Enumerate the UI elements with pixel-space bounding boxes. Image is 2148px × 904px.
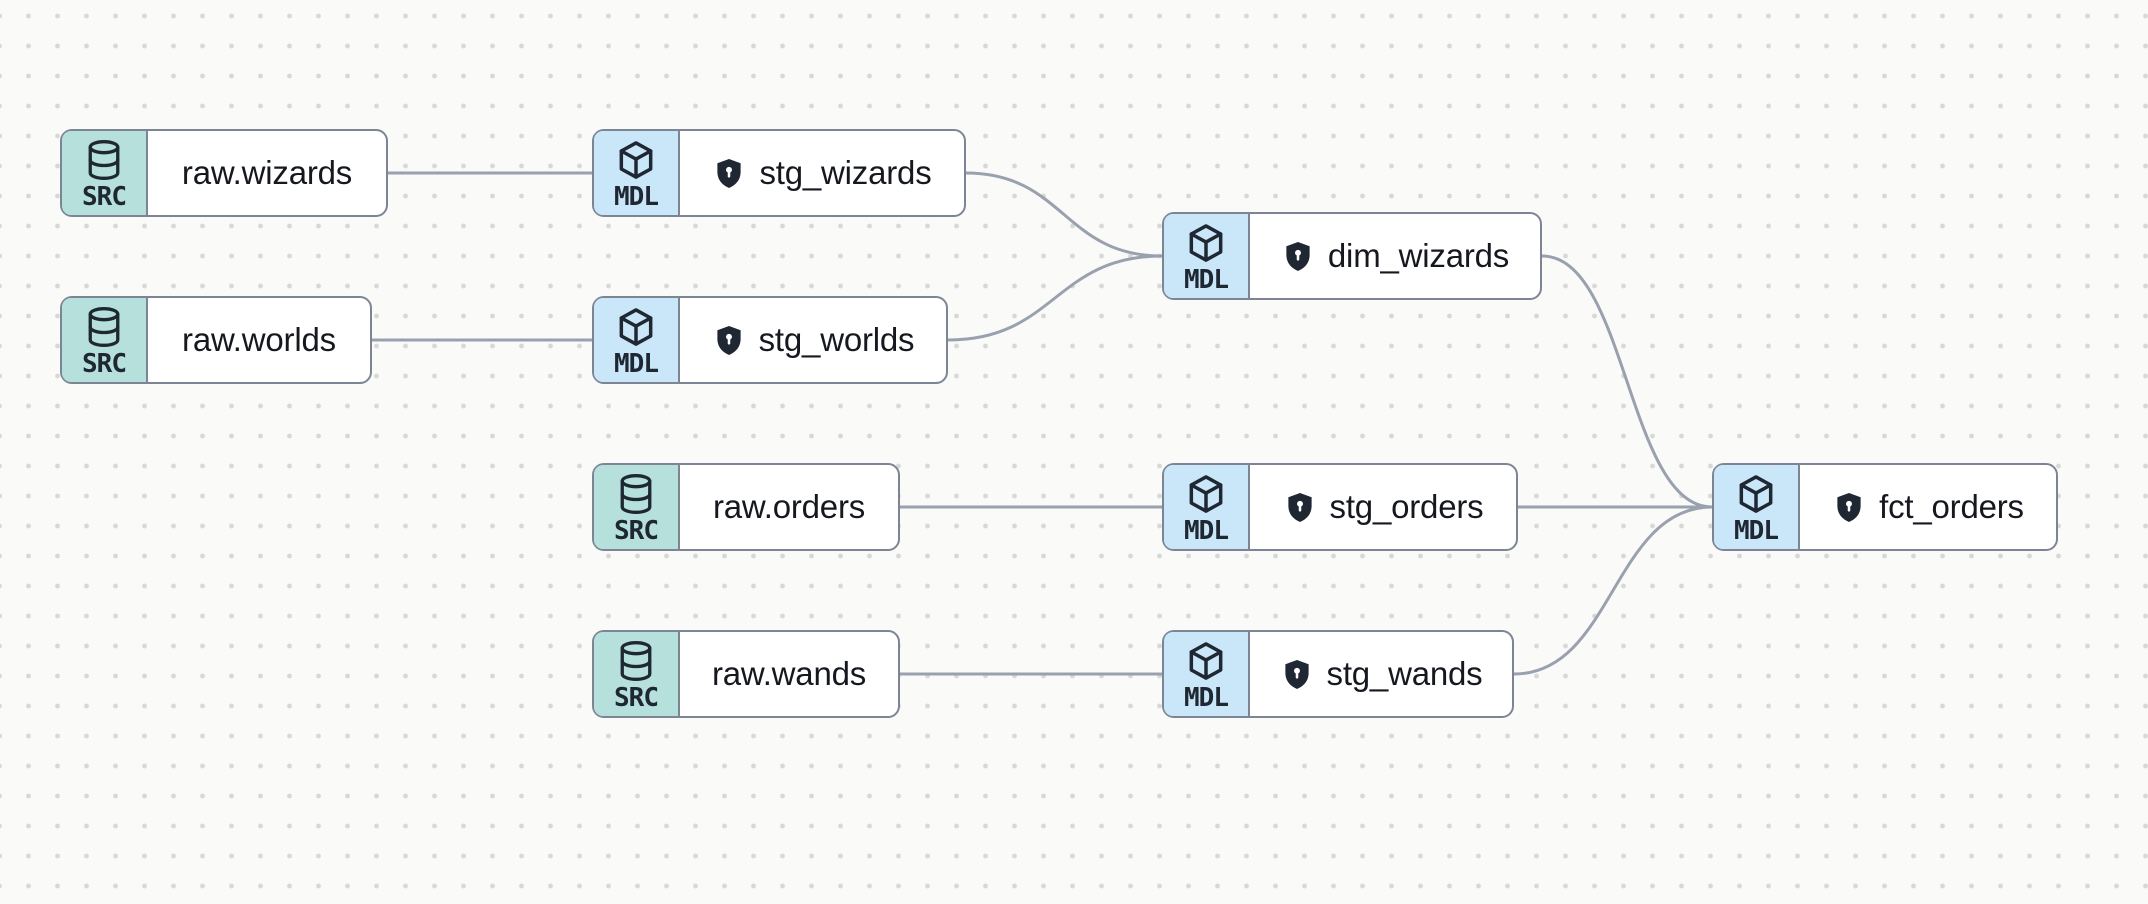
node-raw_wands[interactable]: SRC raw.wands [592, 630, 900, 718]
node-dim_wizards[interactable]: MDL dim_wizards [1162, 212, 1542, 300]
cube-icon [614, 138, 658, 182]
node-type-badge: SRC [594, 632, 680, 716]
node-type-badge: MDL [1714, 465, 1800, 549]
node-type-badge: MDL [1164, 632, 1250, 716]
node-type-badge: MDL [594, 298, 680, 382]
node-label: raw.orders [712, 488, 866, 525]
shield-icon [1283, 489, 1317, 526]
edge-stg_wizards-dim_wizards [964, 171, 1164, 258]
node-label: stg_wands [1326, 655, 1483, 692]
database-icon [614, 472, 658, 516]
node-type-label: SRC [82, 348, 127, 379]
shield-icon [712, 322, 746, 359]
node-body: raw.worlds [148, 298, 370, 382]
node-type-badge: MDL [1164, 465, 1250, 549]
node-body: stg_wands [1250, 632, 1512, 716]
node-body: raw.wands [680, 632, 898, 716]
shield-icon [1280, 656, 1314, 693]
shield-icon [1832, 489, 1866, 526]
edge-stg_wands-fct_orders [1512, 505, 1714, 676]
node-label: dim_wizards [1327, 237, 1510, 274]
node-type-badge: MDL [594, 131, 680, 215]
cube-icon [1184, 639, 1228, 683]
node-body: fct_orders [1800, 465, 2056, 549]
node-type-label: SRC [82, 181, 127, 212]
node-type-label: SRC [614, 515, 659, 546]
node-stg_worlds[interactable]: MDL stg_worlds [592, 296, 948, 384]
node-label: raw.wizards [181, 154, 353, 191]
node-type-label: MDL [1184, 515, 1229, 546]
node-label: fct_orders [1879, 488, 2024, 525]
cube-icon [1734, 472, 1778, 516]
node-label: raw.worlds [182, 321, 336, 358]
node-type-label: MDL [614, 181, 659, 212]
node-label: stg_worlds [758, 321, 915, 358]
node-label: stg_wizards [759, 154, 932, 191]
node-label: raw.wands [711, 655, 867, 692]
cube-icon [1184, 221, 1228, 265]
node-fct_orders[interactable]: MDL fct_orders [1712, 463, 2058, 551]
node-type-label: MDL [614, 348, 659, 379]
node-stg_orders[interactable]: MDL stg_orders [1162, 463, 1518, 551]
node-body: stg_wizards [680, 131, 964, 215]
node-body: raw.wizards [148, 131, 386, 215]
node-body: dim_wizards [1250, 214, 1540, 298]
node-raw_wizards[interactable]: SRC raw.wizards [60, 129, 388, 217]
edge-dim_wizards-fct_orders [1540, 254, 1714, 509]
node-stg_wands[interactable]: MDL stg_wands [1162, 630, 1514, 718]
node-body: stg_worlds [680, 298, 946, 382]
node-type-badge: SRC [594, 465, 680, 549]
node-body: raw.orders [680, 465, 898, 549]
node-type-label: MDL [1184, 682, 1229, 713]
shield-icon [1281, 238, 1315, 275]
node-type-badge: SRC [62, 298, 148, 382]
node-type-badge: SRC [62, 131, 148, 215]
edge-stg_worlds-dim_wizards [946, 254, 1164, 342]
node-stg_wizards[interactable]: MDL stg_wizards [592, 129, 966, 217]
node-type-label: SRC [614, 682, 659, 713]
cube-icon [1184, 472, 1228, 516]
database-icon [614, 639, 658, 683]
cube-icon [614, 305, 658, 349]
node-body: stg_orders [1250, 465, 1516, 549]
database-icon [82, 305, 126, 349]
node-type-label: MDL [1184, 264, 1229, 295]
node-type-label: MDL [1734, 515, 1779, 546]
node-raw_orders[interactable]: SRC raw.orders [592, 463, 900, 551]
shield-icon [712, 155, 746, 192]
node-label: stg_orders [1329, 488, 1484, 525]
node-type-badge: MDL [1164, 214, 1250, 298]
database-icon [82, 138, 126, 182]
node-raw_worlds[interactable]: SRC raw.worlds [60, 296, 372, 384]
